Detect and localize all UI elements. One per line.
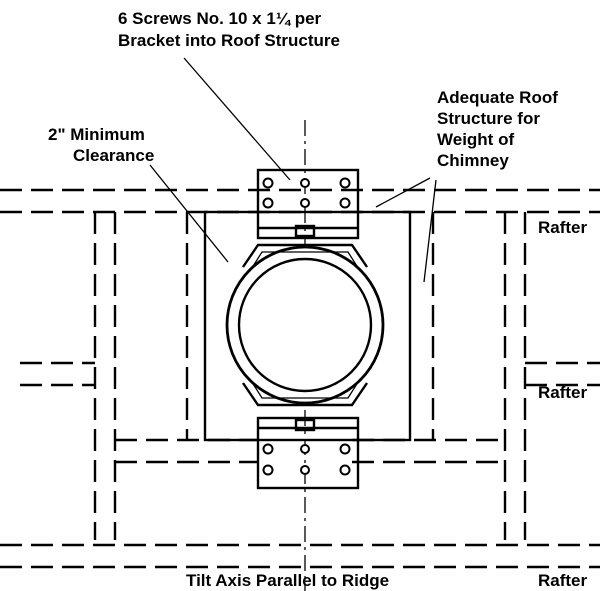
tilt-axis-label: Tilt Axis Parallel to Ridge (186, 571, 389, 590)
top-screw-hole-4 (339, 197, 351, 209)
bottom-screw-hole-4 (339, 464, 351, 476)
lower-support-band (242, 382, 368, 407)
upper-support-band-inner (249, 251, 361, 272)
roof-framing (0, 188, 600, 569)
top-bracket-plate (256, 168, 360, 240)
bottom-screw-hole-1 (262, 443, 274, 455)
top-screw-hole-6 (300, 198, 310, 208)
clearance-opening (203, 210, 412, 442)
clearance-label-line2: Clearance (73, 146, 154, 165)
top-screw-hole-3 (339, 177, 351, 189)
adequate-leader-2 (423, 179, 437, 283)
adequate-label-line1: Adequate Roof (437, 88, 558, 107)
labels: 6 Screws No. 10 x 1¼ per Bracket into Ro… (48, 9, 588, 590)
top-screw-hole-5 (300, 178, 310, 188)
chimney-pipe (225, 245, 385, 405)
bottom-screw-hole-5 (300, 444, 310, 454)
rafter-label-bottom: Rafter (538, 571, 588, 590)
top-screw-hole-2 (262, 197, 274, 209)
leader-lines (149, 57, 437, 283)
screws-leader (183, 57, 291, 181)
adequate-label-line2: Structure for (437, 109, 540, 128)
upper-support-band (242, 243, 368, 268)
chimney-inner-wall (237, 257, 373, 393)
bottom-screw-hole-2 (262, 464, 274, 476)
bottom-bracket-plate (256, 416, 360, 490)
top-bracket-bolt (294, 224, 316, 238)
screws-label-line1: 6 Screws No. 10 x 1¼ per (118, 9, 322, 28)
chimney-outer-wall (225, 245, 385, 405)
bottom-bracket (256, 416, 360, 490)
lower-support-band-inner (249, 378, 361, 399)
screws-label-line2: Bracket into Roof Structure (118, 31, 340, 50)
clearance-leader (149, 164, 229, 263)
bottom-screw-hole-6 (300, 465, 310, 475)
adequate-label-line4: Chimney (437, 151, 509, 170)
adequate-leader-1 (375, 177, 431, 208)
clearance-label-line1: 2" Minimum (48, 125, 145, 144)
bottom-bracket-bolt (294, 418, 316, 432)
top-screw-hole-1 (262, 177, 274, 189)
support-bands (242, 243, 368, 407)
bottom-screw-hole-3 (339, 443, 351, 455)
adequate-label-line3: Weight of (437, 130, 514, 149)
top-bracket (256, 168, 360, 240)
rafter-label-top: Rafter (538, 218, 588, 237)
rafter-label-middle: Rafter (538, 383, 588, 402)
